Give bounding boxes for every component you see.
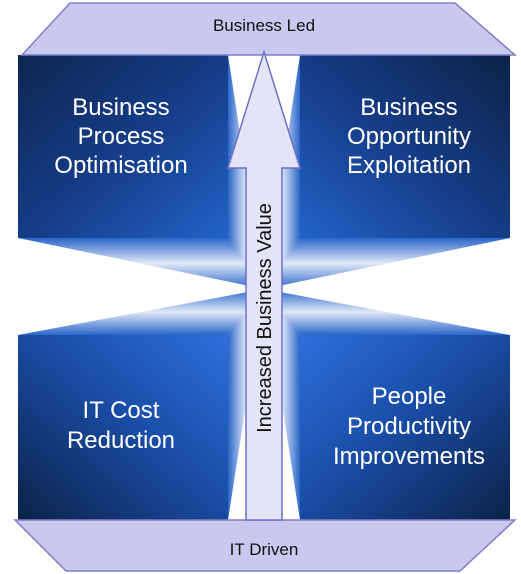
- top-band-label: Business Led: [213, 16, 315, 35]
- quadrant-bottom-left-line-2: Reduction: [67, 427, 175, 454]
- quadrant-top-right-line-3: Exploitation: [347, 152, 471, 179]
- ray-top-left: [18, 238, 264, 289]
- quadrant-top-right-label: Business Opportunity Exploitation: [347, 94, 471, 179]
- quadrant-top-left-line-3: Optimisation: [54, 152, 187, 179]
- quadrant-top-right: [300, 55, 510, 238]
- arrow-label: Increased Business Value: [254, 203, 276, 433]
- quadrant-top-left: [18, 55, 228, 238]
- bottom-band-label: IT Driven: [230, 540, 299, 559]
- ray-bottom-right: [264, 289, 510, 335]
- top-band: [20, 2, 518, 56]
- quadrant-bottom-right-label: People Productivity Improvements: [333, 383, 485, 470]
- quadrant-top-left-line-1: Business: [72, 94, 169, 121]
- quadrant-top-right-line-1: Business: [360, 94, 457, 121]
- quadrant-bottom-right: [300, 335, 510, 520]
- bottom-band: [13, 519, 517, 572]
- ray-top-right: [264, 238, 510, 289]
- quadrant-bottom-right-line-1: People: [372, 383, 447, 410]
- quadrant-top-left-line-2: Process: [78, 123, 165, 150]
- quadrant-bottom-right-line-3: Improvements: [333, 443, 485, 470]
- quadrant-bottom-right-line-2: Productivity: [347, 413, 471, 440]
- quadrant-top-left-label: Business Process Optimisation: [54, 94, 187, 179]
- quadrant-bottom-left-line-1: IT Cost: [83, 397, 160, 424]
- quadrant-bottom-left: [18, 335, 228, 520]
- quadrant-bottom-left-label: IT Cost Reduction: [67, 397, 175, 454]
- quadrant-top-right-line-2: Opportunity: [347, 123, 471, 150]
- ray-bottom-left: [18, 289, 264, 335]
- increased-value-arrow: [226, 49, 302, 521]
